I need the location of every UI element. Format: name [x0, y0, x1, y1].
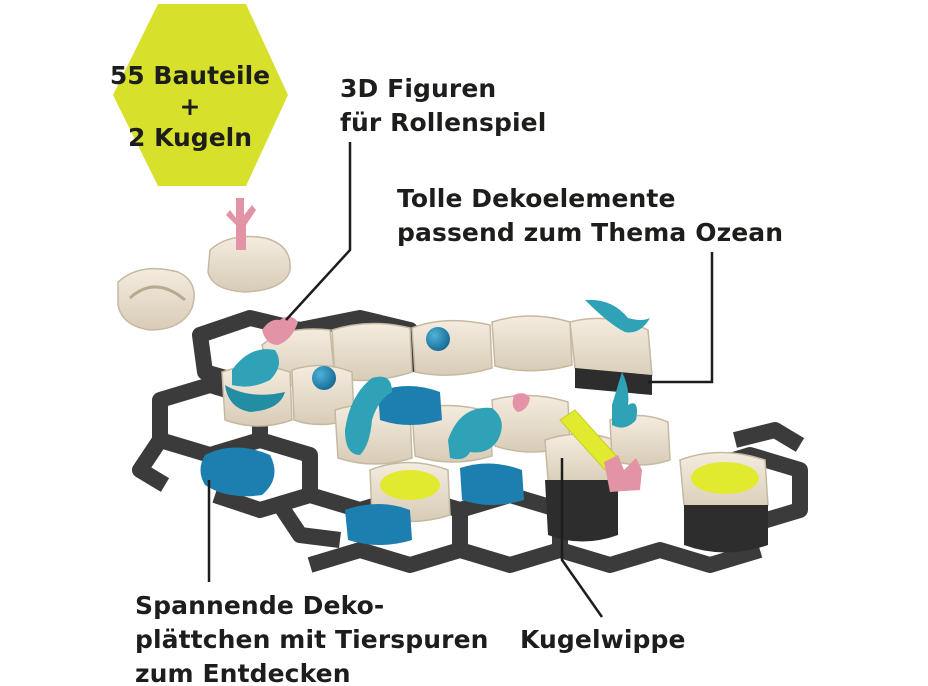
callout-deco-plates: Spannende Deko- plättchen mit Tierspuren… — [135, 589, 489, 686]
marble-ball — [426, 327, 450, 351]
badge-line: 2 Kugeln — [127, 123, 253, 152]
marble-ball — [312, 366, 336, 390]
ocean-figures — [225, 299, 650, 460]
callout-line: zum Entdecken — [135, 659, 351, 686]
badge-hexagon — [113, 4, 288, 186]
yellow-insert — [691, 462, 759, 494]
badge-line: 55 Bauteile — [109, 61, 271, 90]
badge-line: + — [179, 92, 201, 121]
callout-line: für Rollenspiel — [340, 108, 547, 137]
callout-deco-elements: Tolle Dekoelemente passend zum Thema Oze… — [397, 182, 783, 250]
callout-line: Kugelwippe — [520, 625, 686, 654]
badge-label: 55 Bauteile + 2 Kugeln — [100, 60, 280, 153]
callout-line: Tolle Dekoelemente — [397, 184, 676, 213]
coral-figures — [226, 198, 642, 492]
callout-3d-figures: 3D Figuren für Rollenspiel — [340, 72, 546, 140]
callout-line: plättchen mit Tierspuren — [135, 625, 489, 654]
callout-line: Spannende Deko- — [135, 591, 385, 620]
yellow-insert — [380, 470, 440, 500]
callout-seesaw: Kugelwippe — [520, 623, 686, 657]
callout-line: passend zum Thema Ozean — [397, 218, 784, 247]
callout-lines — [207, 142, 714, 618]
blue-deco-plates — [200, 386, 524, 545]
callout-line: 3D Figuren — [340, 74, 497, 103]
